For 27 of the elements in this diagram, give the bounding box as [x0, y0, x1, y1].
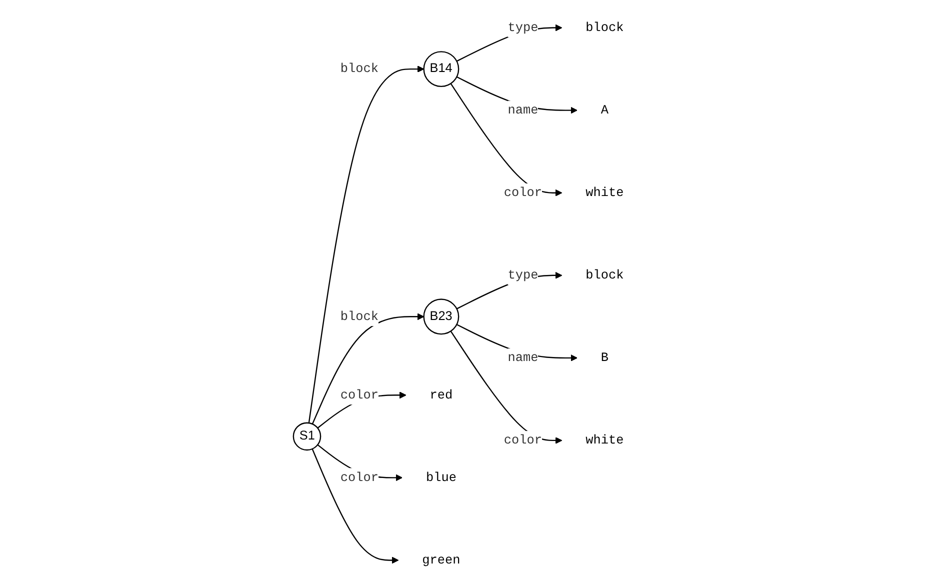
- node-text: blue: [426, 470, 456, 485]
- node-text: B: [600, 350, 609, 366]
- edge-label: block: [340, 310, 379, 324]
- node-text: A: [600, 103, 609, 118]
- edge-label: color: [340, 470, 379, 485]
- edge-label: type: [508, 268, 538, 283]
- arrow: [312, 448, 399, 564]
- node-circle: S1: [292, 422, 322, 451]
- edge-label: block: [340, 62, 379, 76]
- edge-label: name: [508, 350, 538, 366]
- arrow: [450, 330, 562, 444]
- edge-label: color: [504, 186, 542, 200]
- edge-label: name: [508, 103, 538, 118]
- node-text: green: [422, 553, 460, 568]
- node-text: white: [586, 433, 624, 448]
- edge-label: color: [504, 433, 542, 448]
- arrow: [312, 313, 424, 424]
- arrow: [308, 66, 424, 424]
- node-text: red: [430, 388, 453, 402]
- arrow: [450, 83, 562, 196]
- node-text: block: [586, 20, 624, 35]
- node-circle: B23: [423, 298, 460, 335]
- node-text: white: [586, 186, 624, 200]
- edge-label: color: [340, 388, 379, 402]
- node-text: block: [586, 268, 624, 283]
- node-circle: B14: [423, 51, 460, 88]
- edge-label: type: [508, 20, 538, 35]
